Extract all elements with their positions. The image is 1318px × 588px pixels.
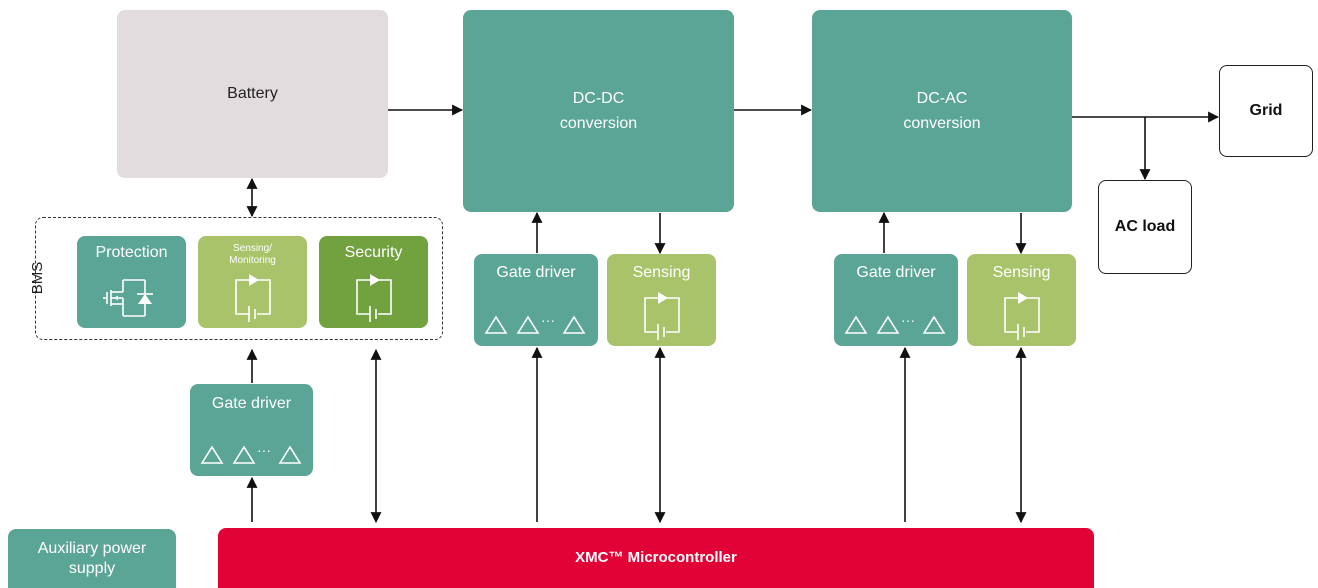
dc-ac-gate-driver-label: Gate driver bbox=[856, 264, 936, 281]
bms-protection-block: Protection bbox=[77, 236, 186, 328]
bms-gate-driver-label: Gate driver bbox=[211, 395, 292, 412]
sensing-circuit-icon bbox=[235, 274, 271, 322]
bms-gate-driver-block: Gate driver ··· bbox=[190, 384, 313, 476]
dc-dc-label-line2: conversion bbox=[559, 115, 638, 132]
microcontroller-label: XMC™ Microcontroller bbox=[575, 549, 737, 566]
grid-block: Grid bbox=[1219, 65, 1313, 157]
ellipsis-dots: ··· bbox=[541, 312, 555, 328]
dc-ac-label-line1: DC-AC bbox=[916, 89, 968, 107]
bms-security-block: Security bbox=[319, 236, 428, 328]
dc-ac-sensing-block: Sensing bbox=[967, 254, 1076, 346]
ellipsis-dots: ··· bbox=[901, 312, 915, 328]
security-label: Security bbox=[344, 244, 403, 261]
aux-power-line2: supply bbox=[68, 559, 116, 577]
mosfet-diode-icon bbox=[103, 279, 153, 317]
triangle-row-icon bbox=[200, 445, 302, 464]
sensing-label-line2: Monitoring bbox=[229, 255, 276, 266]
dc-ac-label-line2: conversion bbox=[903, 115, 981, 132]
auxiliary-power-supply-block: Auxiliary power supply bbox=[8, 529, 176, 588]
ac-load-label: AC load bbox=[1114, 218, 1176, 236]
ellipsis-dots: ··· bbox=[257, 442, 271, 458]
microcontroller-block: XMC™ Microcontroller bbox=[218, 528, 1094, 588]
ac-load-block: AC load bbox=[1098, 180, 1192, 274]
dc-ac-conversion-block: DC-AC conversion bbox=[812, 10, 1072, 212]
dc-dc-sensing-label: Sensing bbox=[632, 264, 691, 281]
protection-label: Protection bbox=[95, 244, 168, 261]
dc-dc-conversion-block: DC-DC conversion bbox=[463, 10, 734, 212]
dc-dc-gate-driver-block: Gate driver ··· bbox=[474, 254, 598, 346]
sensing-circuit-icon bbox=[644, 292, 680, 340]
security-circuit-icon bbox=[356, 274, 392, 322]
sensing-label-line1: Sensing/ bbox=[233, 243, 272, 254]
grid-label: Grid bbox=[1249, 102, 1283, 120]
battery-block: Battery bbox=[117, 10, 388, 178]
triangle-row-icon bbox=[844, 315, 946, 334]
dc-ac-sensing-label: Sensing bbox=[992, 264, 1051, 281]
triangle-row-icon bbox=[484, 315, 586, 334]
dc-dc-gate-driver-label: Gate driver bbox=[496, 264, 576, 281]
aux-power-line1: Auxiliary power bbox=[37, 540, 147, 558]
dc-dc-sensing-block: Sensing bbox=[607, 254, 716, 346]
battery-label: Battery bbox=[227, 85, 278, 103]
bms-container bbox=[35, 217, 443, 340]
sensing-circuit-icon bbox=[1004, 292, 1040, 340]
bms-sensing-monitoring-block: Sensing/ Monitoring bbox=[198, 236, 307, 328]
dc-ac-gate-driver-block: Gate driver ··· bbox=[834, 254, 958, 346]
dc-dc-label-line1: DC-DC bbox=[572, 89, 625, 107]
